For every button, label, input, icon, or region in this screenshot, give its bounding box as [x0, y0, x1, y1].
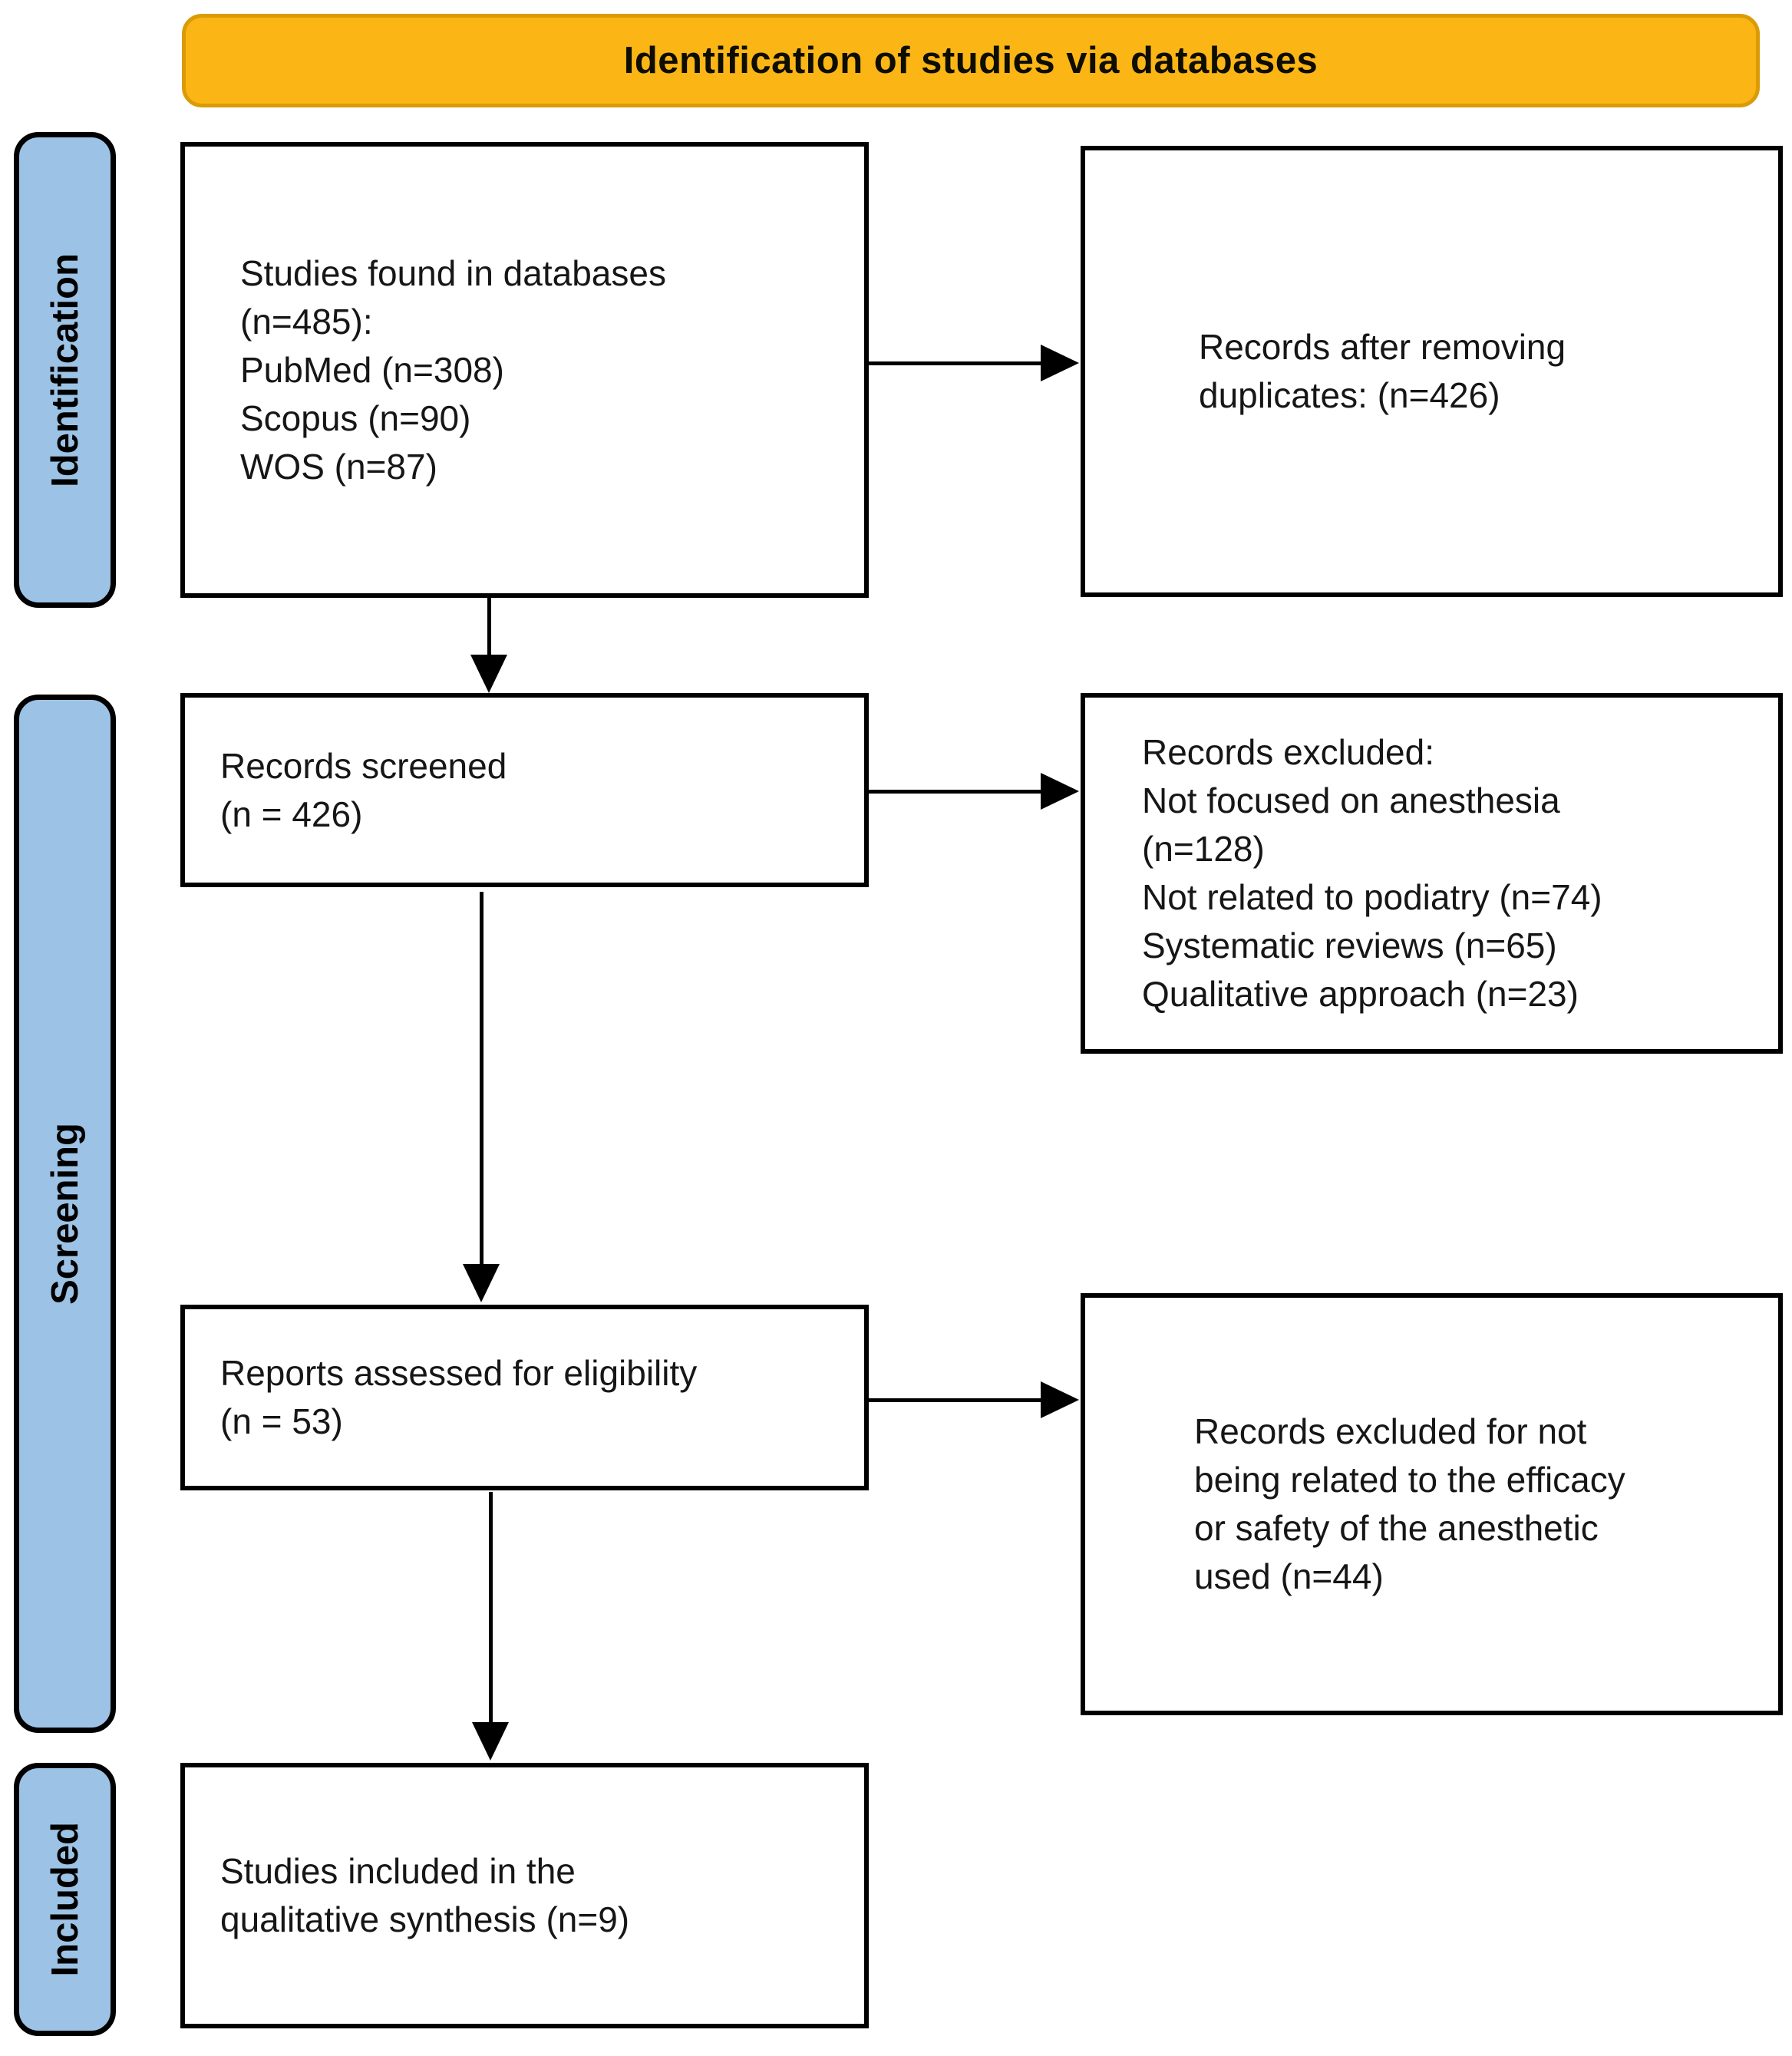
- box-line: Systematic reviews (n=65): [1142, 926, 1557, 965]
- box-line: WOS (n=87): [240, 446, 437, 487]
- box-records-excluded-efficacy: Records excluded for not being related t…: [1081, 1293, 1783, 1715]
- box-line: Records after removing: [1199, 327, 1566, 367]
- box-line: Scopus (n=90): [240, 398, 471, 438]
- banner-title: Identification of studies via databases: [623, 40, 1318, 81]
- box-studies-included: Studies included in the qualitative synt…: [180, 1763, 869, 2028]
- arrow-shaft: [480, 892, 483, 1268]
- box-records-screened: Records screened (n = 426): [180, 693, 869, 887]
- box-line: Records excluded for not: [1194, 1411, 1587, 1451]
- box-records-after-duplicates: Records after removing duplicates: (n=42…: [1081, 146, 1783, 597]
- box-line: (n = 426): [220, 794, 363, 834]
- stage-label-screening: Screening: [44, 1123, 86, 1305]
- arrow-head-down-icon: [470, 655, 507, 693]
- box-line: Reports assessed for eligibility: [220, 1353, 698, 1393]
- arrow-head-down-icon: [463, 1264, 500, 1302]
- box-reports-assessed: Reports assessed for eligibility (n = 53…: [180, 1305, 869, 1490]
- arrow-shaft: [869, 361, 1045, 365]
- arrow-shaft: [489, 1492, 493, 1726]
- stage-label-included: Included: [44, 1822, 86, 1977]
- stage-bar-included: Included: [14, 1763, 116, 2036]
- box-line: (n = 53): [220, 1401, 343, 1441]
- box-line: (n=485):: [240, 301, 373, 342]
- box-line: used (n=44): [1194, 1556, 1384, 1596]
- arrow-head-down-icon: [472, 1722, 509, 1761]
- stage-label-identification: Identification: [44, 252, 86, 487]
- arrow-head-right-icon: [1041, 773, 1079, 810]
- box-records-excluded: Records excluded: Not focused on anesthe…: [1081, 693, 1783, 1054]
- box-line: Studies found in databases: [240, 252, 666, 293]
- box-studies-found: Studies found in databases (n=485): PubM…: [180, 142, 869, 598]
- box-line: Qualitative approach (n=23): [1142, 974, 1579, 1014]
- box-line: duplicates: (n=426): [1199, 375, 1500, 415]
- arrow-shaft: [487, 598, 491, 659]
- arrow-head-right-icon: [1041, 345, 1079, 381]
- box-line: Records screened: [220, 745, 507, 786]
- arrow-shaft: [869, 1398, 1045, 1402]
- box-line: being related to the efficacy: [1194, 1460, 1625, 1500]
- banner-identification-via-databases: Identification of studies via databases: [182, 14, 1760, 107]
- box-line: PubMed (n=308): [240, 349, 504, 390]
- arrow-shaft: [869, 790, 1045, 794]
- box-line: or safety of the anesthetic: [1194, 1508, 1599, 1548]
- stage-bar-screening: Screening: [14, 695, 116, 1733]
- stage-bar-identification: Identification: [14, 132, 116, 608]
- box-line: Records excluded:: [1142, 732, 1434, 772]
- box-line: qualitative synthesis (n=9): [220, 1899, 630, 1939]
- box-line: Not related to podiatry (n=74): [1142, 877, 1602, 917]
- box-line: Studies included in the: [220, 1851, 576, 1891]
- box-line: (n=128): [1142, 829, 1265, 869]
- arrow-head-right-icon: [1041, 1381, 1079, 1418]
- box-line: Not focused on anesthesia: [1142, 780, 1560, 820]
